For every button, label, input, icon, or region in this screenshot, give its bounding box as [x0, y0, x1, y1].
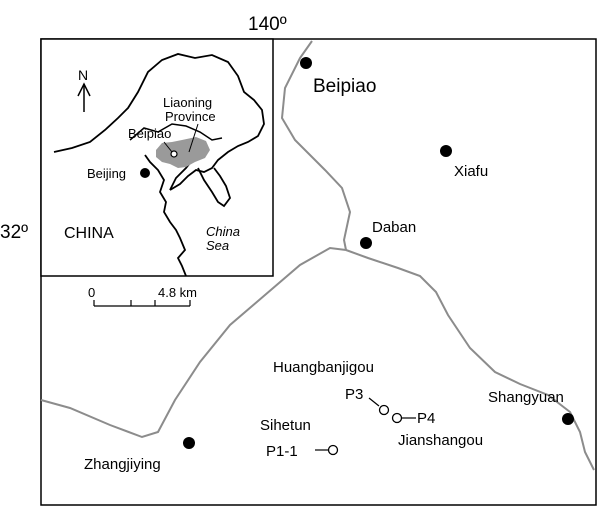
town-marker-zhangjiying — [183, 437, 195, 449]
province-leader-line — [188, 123, 199, 153]
china-border — [53, 53, 265, 191]
peninsula — [197, 167, 232, 208]
country-label: CHINA — [64, 225, 114, 242]
road-east — [345, 249, 595, 471]
scale-start-label: 0 — [88, 285, 95, 300]
town-label-daban: Daban — [372, 219, 416, 236]
road-west — [40, 246, 347, 439]
sea-label-line1: China — [206, 224, 240, 239]
scale-bar: 0 4.8 km — [88, 285, 197, 307]
province-label-line1: Liaoning — [163, 95, 212, 110]
latitude-label: 32º — [0, 222, 28, 243]
province-label-line2: Province — [165, 109, 216, 124]
inset-beipiao-leader — [163, 141, 173, 153]
province-boundary — [129, 123, 223, 141]
north-arrow: N — [77, 67, 91, 112]
town-label-shangyuan: Shangyuan — [488, 389, 564, 406]
site-label-sihetun: Sihetun — [260, 417, 311, 434]
inset-beijing-marker — [140, 168, 150, 178]
site-label-p1: P1-1 — [266, 443, 298, 460]
sea-label-line2: Sea — [206, 238, 229, 253]
site-markers: Huangbanjigou P3 P4 Jianshangou Sihetun … — [260, 359, 483, 460]
inset-beijing-label: Beijing — [87, 166, 126, 181]
town-marker-shangyuan — [562, 413, 574, 425]
coastline — [144, 154, 187, 277]
site-label-jianshangou: Jianshangou — [398, 432, 483, 449]
site-leader-p3 — [368, 397, 380, 407]
town-label-beipiao: Beipiao — [313, 76, 376, 97]
town-label-zhangjiying: Zhangjiying — [84, 456, 161, 473]
site-label-p4: P4 — [417, 410, 435, 427]
road-network — [40, 40, 595, 471]
scale-end-label: 4.8 km — [158, 285, 197, 300]
liaoning-province-area — [156, 137, 210, 168]
site-marker-p3 — [378, 404, 390, 416]
town-marker-daban — [360, 237, 372, 249]
road-north — [280, 40, 352, 251]
inset-beipiao-marker — [170, 150, 178, 158]
longitude-label: 140º — [248, 14, 287, 35]
site-marker-p4 — [391, 412, 403, 424]
site-label-huangbanjigou: Huangbanjigou — [273, 359, 374, 376]
town-marker-beipiao — [300, 57, 312, 69]
site-label-p3: P3 — [345, 386, 363, 403]
inset-beipiao-label: Beipiao — [128, 126, 171, 141]
north-label: N — [78, 67, 88, 83]
town-markers: Beipiao Xiafu Daban Shangyuan Zhangjiyin… — [84, 57, 574, 473]
town-marker-xiafu — [440, 145, 452, 157]
town-label-xiafu: Xiafu — [454, 163, 488, 180]
inset-map: N Liaoning Province Beipiao Beijing CHIN… — [40, 38, 274, 277]
site-marker-p1 — [327, 444, 339, 456]
